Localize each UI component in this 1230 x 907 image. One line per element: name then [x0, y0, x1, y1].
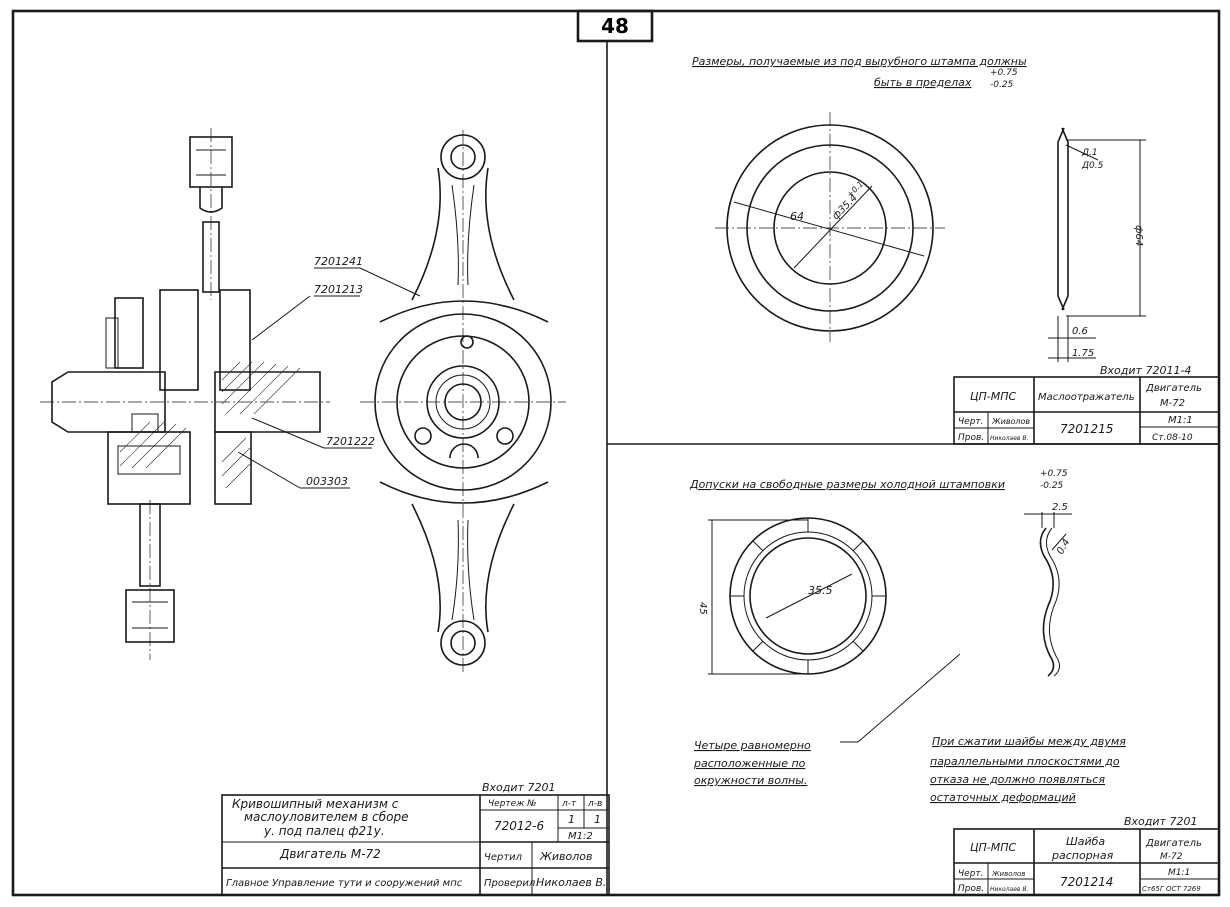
- svg-text:отказа не должно появляться: отказа не должно появляться: [930, 773, 1105, 786]
- svg-text:Входит 72011-4: Входит 72011-4: [1100, 364, 1191, 377]
- svg-text:л-в: л-в: [587, 799, 602, 809]
- svg-text:2.5: 2.5: [1052, 502, 1068, 513]
- svg-text:Д0.5: Д0.5: [1081, 161, 1104, 171]
- svg-text:распорная: распорная: [1051, 849, 1114, 862]
- svg-text:ЦП-МПС: ЦП-МПС: [970, 841, 1017, 854]
- svg-text:ф64: ф64: [1133, 225, 1144, 246]
- svg-text:Пров.: Пров.: [958, 433, 984, 443]
- callout-003303: 003303: [306, 475, 348, 488]
- big-end-bearing: [107, 431, 191, 505]
- svg-text:45: 45: [697, 602, 708, 615]
- svg-text:1: 1: [568, 813, 575, 826]
- callout-7201222: 7201222: [326, 435, 375, 448]
- svg-text:Черт.: Черт.: [958, 869, 984, 879]
- svg-text:+0.75: +0.75: [990, 68, 1018, 78]
- svg-text:1.75: 1.75: [1072, 348, 1094, 359]
- deflector-profile: [1057, 127, 1065, 311]
- svg-text:Четыре равномерно: Четыре равномерно: [694, 739, 811, 752]
- rod-upper-eye: [440, 134, 486, 180]
- svg-text:0.6: 0.6: [1072, 326, 1088, 337]
- svg-text:Черт.: Черт.: [958, 417, 984, 427]
- svg-text:Двигатель М-72: Двигатель М-72: [279, 847, 381, 861]
- oil-deflector-drawing: Размеры, получаемые из под вырубного шта…: [692, 55, 1220, 445]
- svg-text:Маслоотражатель: Маслоотражатель: [1038, 392, 1135, 403]
- note-tolerances: Допуски на свободные размеры холодной шт…: [689, 478, 1005, 491]
- svg-text:7201215: 7201215: [1060, 422, 1113, 436]
- page-number: 48: [601, 14, 629, 38]
- svg-text:М-72: М-72: [1160, 852, 1183, 862]
- crank-mechanism-drawing: [40, 128, 330, 660]
- svg-text:72012-6: 72012-6: [494, 819, 545, 833]
- callout-7201213: 7201213: [314, 283, 363, 296]
- svg-text:7201214: 7201214: [1060, 875, 1113, 889]
- svg-text:расположенные по: расположенные по: [693, 757, 806, 770]
- svg-text:64: 64: [790, 210, 804, 223]
- part-callouts: 7201241 7201213 7201222 003303: [237, 255, 421, 489]
- svg-text:При сжатии шайбы между двумя: При сжатии шайбы между двумя: [932, 735, 1126, 748]
- svg-text:35.5: 35.5: [808, 584, 833, 597]
- svg-text:Проверил: Проверил: [484, 878, 536, 889]
- title-block-1: Входит 7201 Кривошипный механизм с масло…: [221, 781, 610, 896]
- svg-text:ЦП-МПС: ЦП-МПС: [970, 390, 1017, 403]
- svg-text:быть в пределах: быть в пределах: [874, 76, 972, 89]
- svg-text:маслоуловителем в сборе: маслоуловителем в сборе: [244, 810, 409, 824]
- svg-text:параллельными плоскостями до: параллельными плоскостями до: [930, 755, 1120, 768]
- svg-text:М1:1: М1:1: [1168, 415, 1193, 426]
- svg-text:Кривошипный механизм с: Кривошипный механизм с: [232, 797, 399, 811]
- svg-text:+0.75: +0.75: [1040, 469, 1068, 479]
- page-number-box: [576, 9, 654, 43]
- washer-inner-circle: [749, 537, 867, 655]
- svg-text:окружности волны.: окружности волны.: [694, 774, 807, 787]
- svg-text:-0.25: -0.25: [1040, 481, 1064, 491]
- svg-text:Д.1: Д.1: [1081, 148, 1098, 158]
- washer-wave-profile: [1039, 527, 1055, 677]
- svg-text:Двигатель: Двигатель: [1145, 838, 1202, 849]
- svg-text:Главное Управление тути и соор: Главное Управление тути и сооружений мпс: [226, 878, 463, 889]
- svg-text:Николаев В.: Николаев В.: [536, 876, 606, 889]
- title-block-3: [953, 828, 1220, 896]
- lower-rod-small-end: [125, 589, 175, 643]
- title-block-2: [953, 376, 1220, 445]
- svg-text:л-т: л-т: [561, 799, 577, 809]
- spacer-washer-drawing: Допуски на свободные размеры холодной шт…: [689, 469, 1220, 896]
- svg-text:М1:1: М1:1: [1168, 868, 1190, 878]
- svg-text:у. под палец ф21у.: у. под палец ф21у.: [263, 824, 385, 838]
- svg-text:Шайба: Шайба: [1066, 835, 1105, 848]
- crank-front-view: [360, 130, 566, 675]
- svg-text:Входит 7201: Входит 7201: [1124, 815, 1197, 828]
- svg-text:Ст.08-10: Ст.08-10: [1152, 433, 1193, 443]
- svg-text:Николаев В.: Николаев В.: [990, 435, 1028, 442]
- svg-text:Чертеж №: Чертеж №: [488, 799, 537, 809]
- note-stamping-limits: Размеры, получаемые из под вырубного шта…: [692, 55, 1027, 68]
- svg-text:Пров.: Пров.: [958, 884, 984, 894]
- svg-text:М-72: М-72: [1160, 398, 1185, 409]
- svg-text:ф35.4: ф35.4: [830, 193, 860, 223]
- rod-lower-eye: [440, 620, 486, 666]
- svg-text:Ст65Г ОСТ 7269: Ст65Г ОСТ 7269: [1142, 885, 1201, 893]
- svg-text:остаточных деформаций: остаточных деформаций: [930, 791, 1076, 804]
- svg-text:Николаев В.: Николаев В.: [990, 886, 1028, 893]
- svg-text:1: 1: [594, 813, 601, 826]
- svg-text:М1:2: М1:2: [568, 831, 593, 842]
- svg-text:Живолов: Живолов: [991, 417, 1030, 426]
- svg-text:Двигатель: Двигатель: [1145, 383, 1202, 394]
- svg-text:Чертил: Чертил: [484, 852, 523, 863]
- lower-rod-shank: [139, 503, 161, 587]
- svg-text:Живолов: Живолов: [991, 870, 1025, 878]
- svg-text:0.4: 0.4: [1055, 537, 1072, 556]
- rod-upper: [411, 167, 515, 301]
- svg-text:Входит 7201: Входит 7201: [482, 781, 555, 794]
- svg-text:-0.25: -0.25: [990, 80, 1014, 90]
- rod-lower: [411, 503, 515, 633]
- upper-rod-shank: [202, 221, 220, 293]
- callout-7201241: 7201241: [314, 255, 363, 268]
- crank-web-left: [159, 289, 199, 391]
- svg-text:Живолов: Живолов: [539, 850, 592, 863]
